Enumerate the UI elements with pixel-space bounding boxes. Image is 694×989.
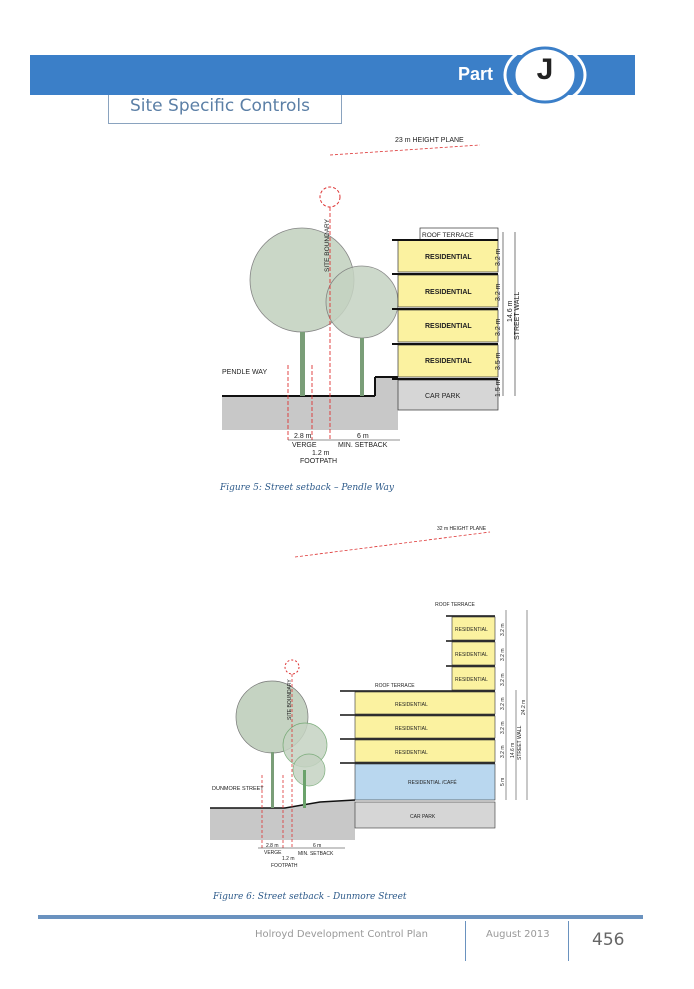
fig6-car-park <box>354 801 496 829</box>
fig5-dim-label: 3.2 m <box>495 283 502 301</box>
fig6-dim-label: 3.2 m <box>500 697 506 710</box>
fig5-floor-label: RESIDENTIAL <box>425 289 472 296</box>
fig6-ground <box>210 800 355 840</box>
part-label: Part <box>458 64 494 84</box>
fig6-dim-label: 3.2 m <box>500 623 506 636</box>
fig6-total-height: 24.2 m <box>521 700 527 715</box>
fig6-tree-small <box>292 753 326 787</box>
figure-5-caption: Figure 5: Street setback – Pendle Way <box>220 483 394 493</box>
fig6-podium-floor-3 <box>354 691 496 715</box>
fig6-street-label: DUNMORE STREET <box>212 786 264 792</box>
fig6-site-boundary-label: SITE BOUNDARY <box>287 679 293 720</box>
fig5-dim-label: 3.2 m <box>495 318 502 336</box>
fig5-street-label: PENDLE WAY <box>222 369 267 376</box>
fig6-floor-label: RESIDENTIAL <box>395 750 428 756</box>
footer-plan-title: Holroyd Development Control Plan <box>255 929 428 940</box>
fig6-height-plane-line <box>294 531 491 558</box>
fig6-height-plane-label: 32 m HEIGHT PLANE <box>437 526 487 532</box>
fig6-street-wall-height: 14.6 m <box>510 743 516 758</box>
fig5-verge-label: VERGE <box>292 442 317 449</box>
fig6-boundary-marker <box>284 659 300 675</box>
fig6-podium-floor-1 <box>354 739 496 763</box>
fig5-footpath-dim: 1.2 m <box>312 450 330 457</box>
fig5-floor-car-park <box>397 379 499 411</box>
fig5-floor-label: ROOF TERRACE <box>422 232 474 239</box>
fig6-floor-label: RESIDENTIAL <box>455 627 488 633</box>
section-title: Site Specific Controls <box>130 96 310 116</box>
footer-divider <box>465 921 466 961</box>
fig6-footpath-dim: 1.2 m <box>282 856 295 862</box>
part-letter: J <box>536 53 554 86</box>
section-title-box <box>108 95 342 124</box>
fig5-floor-residential-2 <box>397 309 499 343</box>
fig5-setback-label: MIN. SETBACK <box>338 442 388 449</box>
fig5-floor-label: CAR PARK <box>425 393 461 400</box>
footer-rule <box>38 915 643 919</box>
fig6-verge-label: VERGE <box>264 850 282 856</box>
figure-6-caption: Figure 6: Street setback - Dunmore Stree… <box>213 892 407 902</box>
footer-date: August 2013 <box>486 929 550 940</box>
fig5-verge-dim: 2.8 m <box>294 433 312 440</box>
fig5-dim-label: 14.6 m <box>507 300 514 322</box>
fig6-floor-label: RESIDENTIAL <box>395 702 428 708</box>
fig6-floor-label: RESIDENTIAL <box>455 652 488 658</box>
fig5-floor-residential-1 <box>397 344 499 378</box>
fig6-floor-label: RESIDENTIAL <box>455 677 488 683</box>
fig5-height-plane-label: 23 m HEIGHT PLANE <box>395 137 464 144</box>
footer-divider <box>568 921 569 961</box>
page-number: 456 <box>592 930 625 950</box>
fig5-site-boundary-label: SITE BOUNDARY <box>324 218 331 272</box>
fig6-street-wall-label: STREET WALL <box>517 725 523 760</box>
fig5-dim-label: STREET WALL <box>514 292 521 340</box>
fig6-roof-terrace-mid: ROOF TERRACE <box>375 683 415 689</box>
part-badge-icon <box>503 44 587 106</box>
fig6-dim-label: 3.2 m <box>500 648 506 661</box>
fig6-podium-floor-2 <box>354 715 496 739</box>
fig6-ground-floor-cafe <box>354 763 496 801</box>
fig6-dim-label: 3.2 m <box>500 745 506 758</box>
fig5-floor-residential-4 <box>397 239 499 273</box>
fig5-dim-label: 3.2 m <box>495 248 502 266</box>
fig6-dim-label: 3.2 m <box>500 721 506 734</box>
fig5-ground <box>222 377 398 430</box>
fig6-ground-label: RESIDENTIAL /CAFÉ <box>408 779 457 786</box>
fig5-floor-label: RESIDENTIAL <box>425 254 472 261</box>
fig5-dim-label: 1.5 m <box>495 379 502 397</box>
fig6-dim-label: 5 m <box>500 778 506 786</box>
fig6-setback-label: MIN. SETBACK <box>298 851 334 857</box>
fig6-tower-floor-1 <box>451 666 496 691</box>
fig6-setback-dim: 6 m <box>313 843 321 849</box>
fig5-floor-residential-3 <box>397 274 499 308</box>
fig6-dim-label: 3.2 m <box>500 673 506 686</box>
fig6-footpath-label: FOOTPATH <box>271 863 298 869</box>
fig5-footpath-label: FOOTPATH <box>300 458 337 465</box>
fig5-floor-label: RESIDENTIAL <box>425 323 472 330</box>
fig5-dim-label: 3.5 m <box>495 352 502 370</box>
fig6-floor-label: RESIDENTIAL <box>395 726 428 732</box>
fig5-setback-dim: 6 m <box>357 433 369 440</box>
fig5-floor-label: RESIDENTIAL <box>425 358 472 365</box>
fig5-height-plane-line <box>329 144 481 156</box>
fig6-car-park-label: CAR PARK <box>410 814 436 820</box>
fig6-verge-dim: 2.8 m <box>266 843 279 849</box>
fig6-roof-terrace-top: ROOF TERRACE <box>435 602 475 608</box>
fig6-tower-floor-3 <box>451 616 496 641</box>
fig6-tower-floor-2 <box>451 641 496 666</box>
